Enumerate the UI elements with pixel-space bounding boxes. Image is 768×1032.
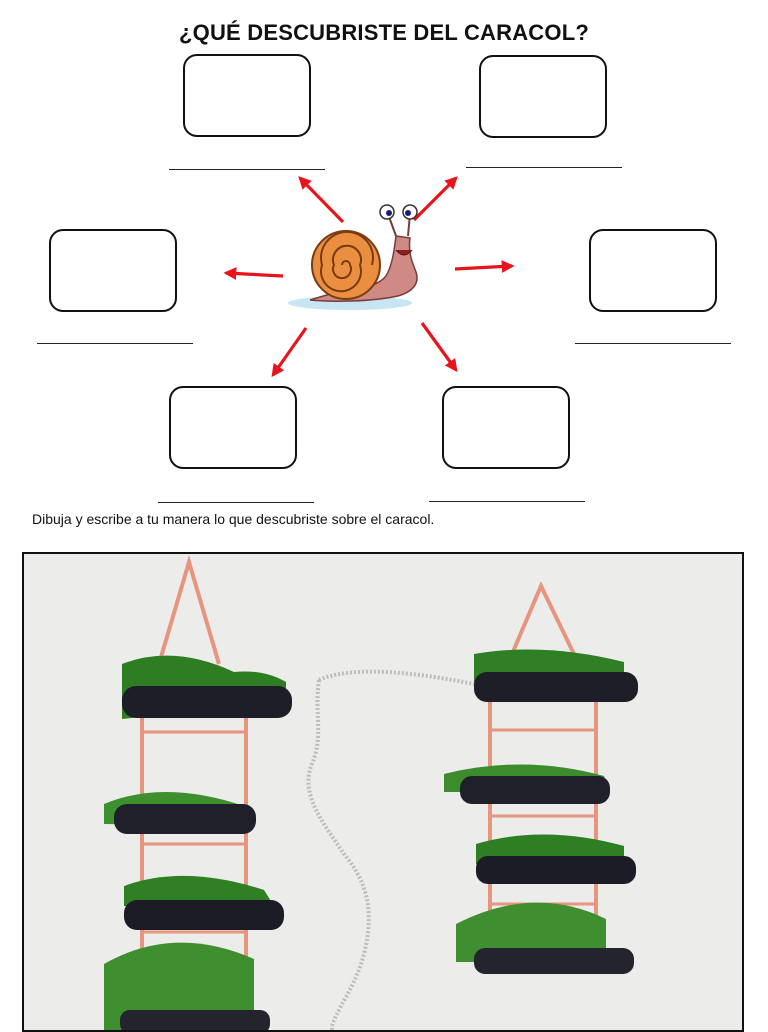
instruction-text: Dibuja y escribe a tu manera lo que desc… bbox=[32, 511, 435, 527]
snail-icon bbox=[288, 204, 418, 310]
arrow-bottom-right bbox=[420, 322, 458, 373]
answer-box-middle-left[interactable] bbox=[49, 229, 177, 312]
hanging-bottle-planters-image bbox=[24, 554, 742, 1030]
writing-line-middle-right[interactable] bbox=[575, 343, 731, 344]
diagram-overlay bbox=[223, 176, 515, 378]
answer-box-bottom-left[interactable] bbox=[169, 386, 297, 469]
writing-line-top-right[interactable] bbox=[466, 167, 622, 168]
answer-box-top-left[interactable] bbox=[183, 54, 311, 137]
worksheet-title: ¿QUÉ DESCUBRISTE DEL CARACOL? bbox=[179, 20, 589, 45]
right-hanging-planter bbox=[444, 581, 638, 974]
writing-line-bottom-right[interactable] bbox=[429, 501, 585, 502]
left-hanging-planter bbox=[104, 554, 292, 1030]
arrow-bottom-left bbox=[271, 327, 308, 378]
answer-box-bottom-right[interactable] bbox=[442, 386, 570, 469]
writing-line-middle-left[interactable] bbox=[37, 343, 193, 344]
planter-photo bbox=[22, 552, 744, 1032]
arrow-middle-right bbox=[454, 260, 515, 273]
answer-box-top-right[interactable] bbox=[479, 55, 607, 138]
arrow-middle-left bbox=[223, 267, 284, 280]
arrow-top-left bbox=[298, 176, 345, 224]
writing-line-bottom-left[interactable] bbox=[158, 502, 314, 503]
arrow-top-right bbox=[412, 176, 458, 222]
answer-box-middle-right[interactable] bbox=[589, 229, 717, 312]
writing-line-top-left[interactable] bbox=[169, 169, 325, 170]
